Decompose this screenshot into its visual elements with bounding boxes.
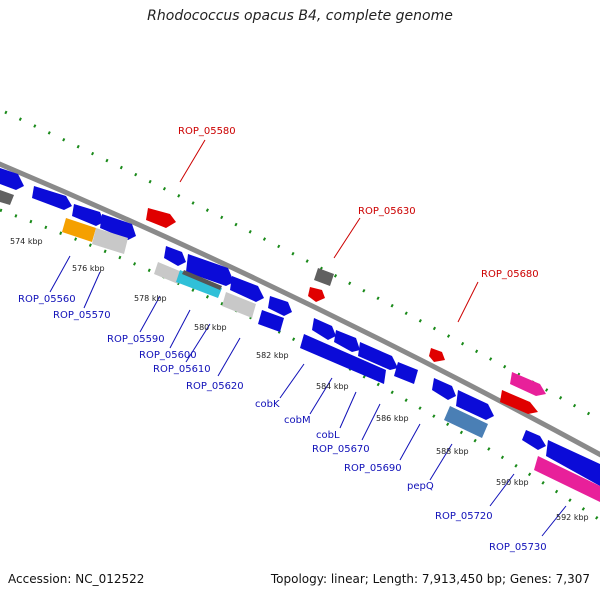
gene-label-rop-05730[interactable]: ROP_05730	[489, 542, 547, 553]
tick-label: 580 kbp	[194, 323, 227, 332]
topology-summary: Topology: linear; Length: 7,913,450 bp; …	[270, 572, 590, 586]
gene-label-rop-05680[interactable]: ROP_05680	[481, 269, 539, 280]
gene-feature[interactable]	[62, 218, 96, 242]
gene-feature[interactable]	[432, 378, 456, 400]
gene-label-rop-05670[interactable]: ROP_05670	[312, 444, 370, 455]
inner-tick-ring	[0, 208, 600, 522]
gene-feature[interactable]	[0, 168, 24, 190]
gene-feature[interactable]	[92, 228, 128, 254]
gene-label-cobl[interactable]: cobL	[316, 430, 340, 441]
gene-label-rop-05560[interactable]: ROP_05560	[18, 294, 76, 305]
gene-feature[interactable]	[429, 348, 445, 362]
gene-feature[interactable]	[72, 204, 104, 226]
gene-feature[interactable]	[500, 390, 538, 414]
tick-label: 578 kbp	[134, 294, 167, 303]
gene-feature[interactable]	[314, 268, 334, 286]
tick-label: 590 kbp	[496, 478, 529, 487]
tick-label: 588 kbp	[436, 447, 469, 456]
gene-feature[interactable]	[510, 372, 546, 396]
gene-feature[interactable]	[444, 406, 488, 438]
tick-label: 586 kbp	[376, 414, 409, 423]
gene-feature[interactable]	[186, 254, 234, 286]
gene-feature[interactable]	[268, 296, 292, 316]
gene-feature[interactable]	[546, 440, 600, 486]
gene-feature[interactable]	[182, 270, 222, 290]
gene-feature[interactable]	[222, 292, 256, 318]
gene-label-rop-05630[interactable]: ROP_05630	[358, 206, 416, 217]
gene-label-rop-05610[interactable]: ROP_05610	[153, 364, 211, 375]
gene-feature[interactable]	[312, 318, 336, 340]
gene-feature[interactable]	[300, 334, 386, 384]
gene-feature[interactable]	[32, 186, 72, 210]
gene-label-rop-05690[interactable]: ROP_05690	[344, 463, 402, 474]
accession-text: Accession: NC_012522	[8, 572, 145, 586]
gene-feature[interactable]	[154, 262, 182, 284]
gene-feature[interactable]	[334, 330, 360, 352]
gene-feature[interactable]	[534, 456, 600, 502]
label-leader-lines	[49, 139, 567, 537]
gene-feature[interactable]	[258, 310, 284, 332]
tick-label: 574 kbp	[10, 237, 43, 246]
gene-label-rop-05620[interactable]: ROP_05620	[186, 381, 244, 392]
gene-feature[interactable]	[0, 190, 14, 205]
gene-feature[interactable]	[230, 276, 264, 302]
gene-label-rop-05590[interactable]: ROP_05590	[107, 334, 165, 345]
gene-feature[interactable]	[146, 208, 176, 228]
map-title: Rhodococcus opacus B4, complete genome	[147, 8, 453, 24]
genome-backbone	[0, 161, 600, 458]
tick-label: 592 kbp	[556, 513, 589, 522]
tick-label: 582 kbp	[256, 351, 289, 360]
gene-feature[interactable]	[100, 214, 136, 240]
gene-feature[interactable]	[164, 246, 186, 266]
gene-label-rop-05720[interactable]: ROP_05720	[435, 511, 493, 522]
gene-feature[interactable]	[522, 430, 546, 450]
gene-feature[interactable]	[308, 287, 325, 302]
gene-label-rop-05570[interactable]: ROP_05570	[53, 310, 111, 321]
gene-label-rop-05580[interactable]: ROP_05580	[178, 126, 236, 137]
gene-label-cobm[interactable]: cobM	[284, 415, 311, 426]
gene-feature[interactable]	[394, 362, 418, 384]
gene-feature[interactable]	[456, 390, 494, 420]
tick-label: 576 kbp	[72, 264, 105, 273]
gene-label-cobk[interactable]: cobK	[255, 399, 280, 410]
gene-feature[interactable]	[176, 270, 222, 298]
gene-label-pepq[interactable]: pepQ	[407, 481, 434, 492]
gene-feature[interactable]	[358, 342, 398, 370]
tick-label: 584 kbp	[316, 382, 349, 391]
gene-label-rop-05600[interactable]: ROP_05600	[139, 350, 197, 361]
